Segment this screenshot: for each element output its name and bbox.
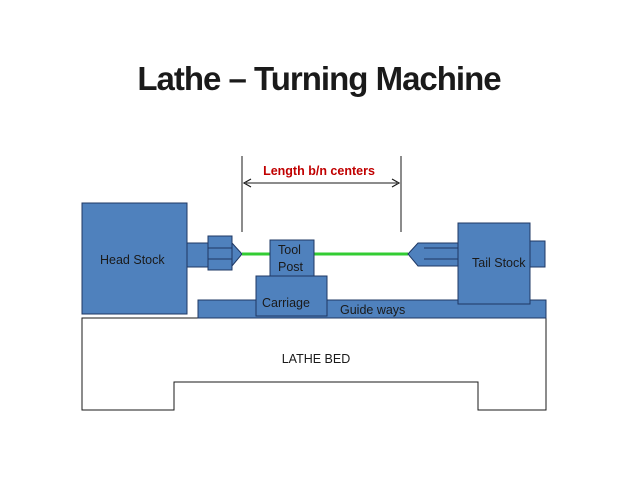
dead-center [407,242,459,267]
length-dimension [241,156,402,232]
head-stock-label: Head Stock [100,253,165,267]
lathe-bed-label: LATHE BED [282,352,351,366]
head-stock [81,202,188,315]
diagram-title: Lathe – Turning Machine [137,60,501,97]
tool-post-label-line1: Tool [278,243,301,257]
live-center [186,235,243,271]
lathe-bed [81,317,547,411]
carriage-label: Carriage [262,296,310,310]
tail-stock [457,222,531,305]
length-label: Length b/n centers [263,164,375,178]
carriage [255,275,328,317]
tail-stock-label: Tail Stock [472,256,526,270]
guide-ways-label: Guide ways [340,303,405,317]
tool-post [269,239,315,277]
tail-stock-quill [529,240,546,268]
tool-post-label-line2: Post [278,260,304,274]
